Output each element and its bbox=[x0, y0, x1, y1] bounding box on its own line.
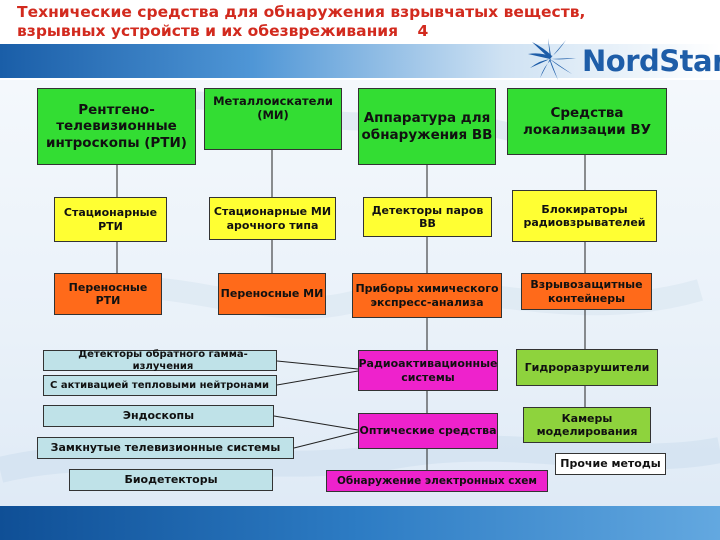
nordstar-logo: NordStar bbox=[522, 36, 720, 82]
category-rti: Рентгено-телевизионные интроскопы (РТИ) bbox=[37, 88, 196, 165]
hydro-disruptors-label: Гидроразрушители bbox=[524, 360, 650, 374]
optical-means-label: Оптические средства bbox=[359, 424, 497, 438]
blast-containers-label: Взрывозащитные контейнеры bbox=[530, 278, 643, 305]
side-item-endoscopes-label: Эндоскопы bbox=[122, 409, 195, 423]
category-localization: Средства локализации ВУ bbox=[507, 88, 667, 155]
hydro-disruptors: Гидроразрушители bbox=[516, 349, 658, 386]
side-item-cctv: Замкнутые телевизионные системы bbox=[37, 437, 294, 459]
side-item-thermal-neutrons-label: С активацией тепловыми нейтронами bbox=[50, 379, 269, 391]
vapor-detectors: Детекторы паров ВВ bbox=[363, 197, 492, 237]
stationary-rti-label: Стационарные РТИ bbox=[63, 206, 158, 233]
side-item-thermal-neutrons: С активацией тепловыми нейтронами bbox=[43, 375, 277, 396]
electronic-circuit-detection-label: Обнаружение электронных схем bbox=[336, 474, 538, 487]
portable-rti-label: Переносные РТИ bbox=[68, 280, 148, 307]
radioactivation-systems-label: Радиоактивационные системы bbox=[358, 357, 498, 384]
page-number: 4 bbox=[417, 22, 429, 40]
side-item-biodetectors: Биодетекторы bbox=[69, 469, 273, 491]
portable-md: Переносные МИ bbox=[218, 273, 326, 315]
optical-means: Оптические средства bbox=[358, 413, 498, 449]
modeling-chambers-label: Камеры моделирования bbox=[536, 411, 638, 438]
bottom-band bbox=[0, 506, 720, 540]
radio-fuse-blockers: Блокираторы радиовзрывателей bbox=[512, 190, 657, 242]
side-item-gamma-detectors-label: Детекторы обратного гамма-излучения bbox=[78, 348, 248, 372]
other-methods: Прочие методы bbox=[555, 453, 666, 475]
logo-text: NordStar bbox=[582, 44, 720, 78]
side-item-biodetectors-label: Биодетекторы bbox=[124, 473, 218, 487]
stationary-arch-md-label: Стационарные МИ арочного типа bbox=[213, 205, 332, 232]
side-item-gamma-detectors: Детекторы обратного гамма-излучения bbox=[43, 348, 277, 372]
category-rti-label: Рентгено-телевизионные интроскопы (РТИ) bbox=[46, 102, 187, 151]
electronic-circuit-detection: Обнаружение электронных схем bbox=[326, 470, 548, 492]
stationary-rti: Стационарные РТИ bbox=[54, 197, 167, 242]
stationary-arch-md: Стационарные МИ арочного типа bbox=[209, 197, 336, 240]
vapor-detectors-label: Детекторы паров ВВ bbox=[371, 203, 484, 230]
radio-fuse-blockers-label: Блокираторы радиовзрывателей bbox=[523, 202, 646, 229]
title-text: Технические средства для обнаружения взр… bbox=[17, 3, 586, 40]
side-item-cctv-label: Замкнутые телевизионные системы bbox=[50, 441, 281, 455]
star-swirl-icon bbox=[528, 38, 576, 80]
other-methods-label: Прочие методы bbox=[560, 457, 661, 471]
modeling-chambers: Камеры моделирования bbox=[523, 407, 651, 443]
top-band bbox=[0, 44, 720, 78]
category-explosives-detection-label: Аппаратура для обнаружения ВВ bbox=[361, 110, 493, 143]
category-metal-detectors-label: Металлоискатели (МИ) bbox=[213, 94, 333, 122]
blast-containers: Взрывозащитные контейнеры bbox=[521, 273, 652, 310]
slide-title: Технические средства для обнаружения взр… bbox=[17, 3, 637, 41]
portable-rti: Переносные РТИ bbox=[54, 273, 162, 315]
category-explosives-detection: Аппаратура для обнаружения ВВ bbox=[358, 88, 496, 165]
category-metal-detectors: Металлоискатели (МИ) bbox=[204, 88, 342, 150]
side-item-endoscopes: Эндоскопы bbox=[43, 405, 274, 427]
chemical-express-analysis-label: Приборы химического экспресс-анализа bbox=[355, 282, 499, 309]
portable-md-label: Переносные МИ bbox=[220, 287, 324, 301]
chemical-express-analysis: Приборы химического экспресс-анализа bbox=[352, 273, 502, 318]
category-localization-label: Средства локализации ВУ bbox=[522, 105, 652, 138]
radioactivation-systems: Радиоактивационные системы bbox=[358, 350, 498, 391]
